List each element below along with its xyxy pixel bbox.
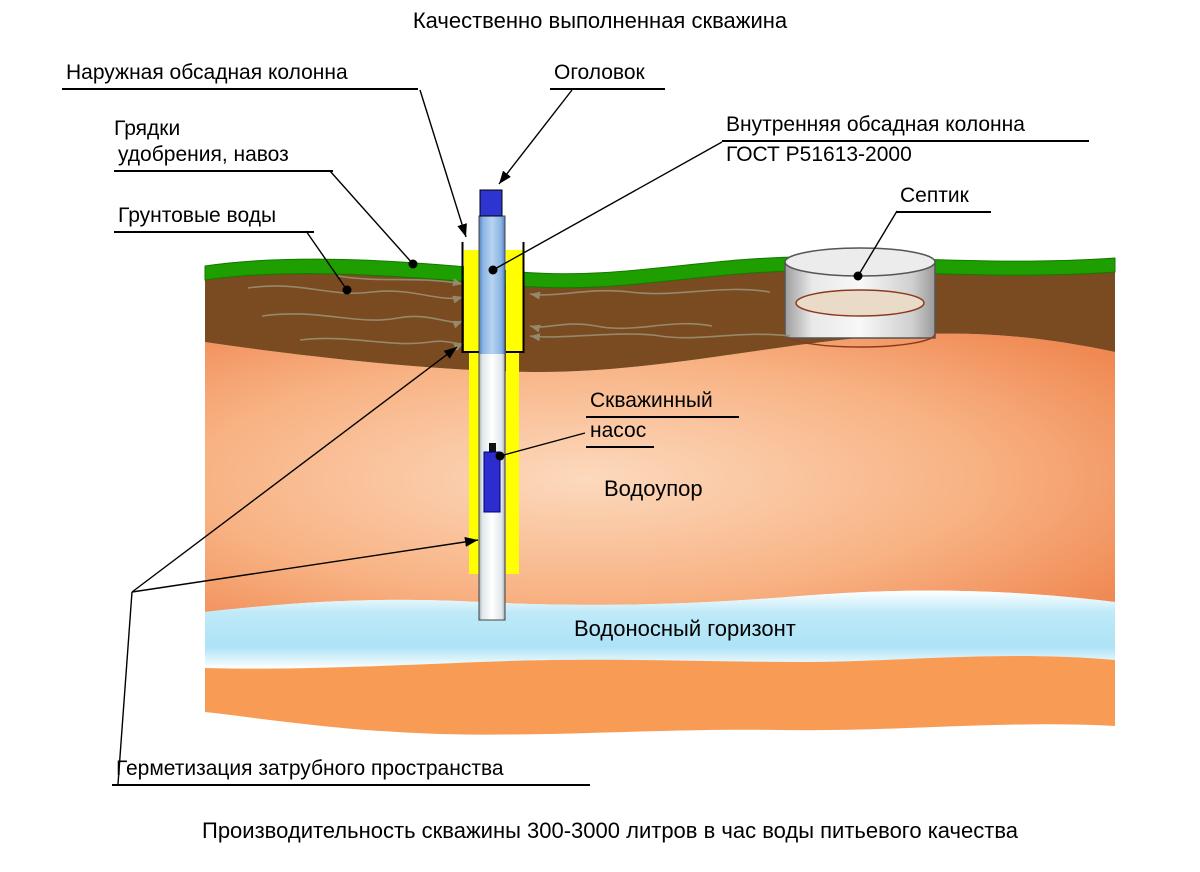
well	[461, 189, 525, 621]
pump-cable-connector	[489, 443, 496, 453]
label-aquifer: Водоносный горизонт	[574, 616, 796, 641]
label-annular-seal: Герметизация затрубного пространства	[112, 756, 590, 786]
aquifer-layer	[205, 590, 1115, 669]
label-pump: Скважинный насос	[586, 388, 739, 448]
groundwater-flowlines	[247, 275, 791, 352]
annular-seal-lower-left	[469, 352, 479, 574]
leader-seal-stem	[117, 591, 133, 785]
annular-seal-lower-right	[506, 352, 519, 574]
label-inner-casing: Внутренняя обсадная колонна ГОСТ Р51613-…	[722, 112, 1089, 168]
label-outer-casing: Наружная обсадная колонна	[62, 60, 418, 90]
leader-septic	[857, 210, 898, 277]
septic-tank	[784, 247, 936, 348]
annular-seal-upper-right	[506, 250, 523, 352]
borehole-pump	[483, 451, 501, 513]
lower-orange-layer	[205, 656, 1115, 735]
outer-casing-lines	[461, 242, 525, 353]
leader-fertilizer	[329, 170, 414, 265]
leader-inner-casing	[492, 141, 723, 271]
aquitard-layer	[205, 333, 1115, 612]
leader-dots	[342, 259, 863, 461]
label-groundwater: Грунтовые воды	[114, 203, 315, 233]
wellhead-cap	[479, 189, 503, 217]
leader-lines	[117, 89, 898, 785]
label-aquitard: Водоупор	[604, 476, 703, 501]
leader-seal-lower	[131, 536, 479, 593]
leader-pump	[499, 432, 586, 457]
inner-casing-upper	[479, 216, 505, 354]
label-wellhead: Оголовок	[550, 60, 665, 90]
leader-seal-upper	[131, 346, 458, 593]
label-fertilizer: Грядки удобрения, навоз	[114, 116, 333, 172]
diagram-caption: Производительность скважины 300-3000 лит…	[202, 818, 1018, 843]
label-septic: Септик	[896, 183, 991, 213]
leader-groundwater	[305, 230, 348, 291]
leader-wellhead	[498, 89, 573, 185]
leader-outer-casing	[419, 89, 467, 238]
annular-seal-upper-left	[464, 250, 479, 352]
septic-liquid	[795, 289, 925, 317]
diagram-title: Качественно выполненная скважина	[412, 8, 788, 33]
